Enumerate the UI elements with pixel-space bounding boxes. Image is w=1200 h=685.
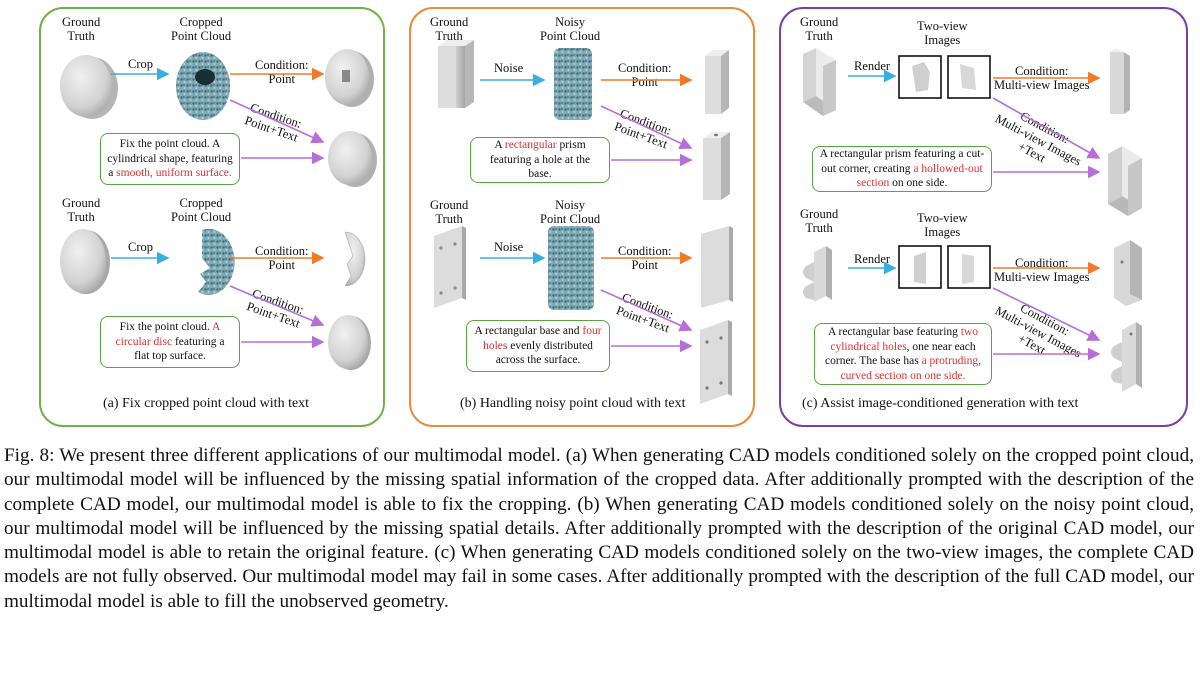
noisy-point-cloud	[554, 48, 592, 120]
output-prism	[705, 50, 729, 114]
output-cylinder-fixed	[328, 131, 377, 187]
condition-text-arrow	[229, 285, 325, 327]
ground-truth-disc	[60, 229, 110, 294]
output-prism-with-hole	[703, 132, 730, 200]
ground-truth-base-with-curve	[803, 246, 832, 302]
ground-truth-bracket	[803, 48, 836, 116]
condition-text-arrow	[992, 97, 1101, 159]
noise-label: Noise	[494, 61, 524, 75]
output-bracket-complete	[1108, 146, 1142, 216]
output-bracket-partial	[1110, 48, 1130, 114]
condition-multiview-label: Condition:Multi-view Images	[994, 256, 1090, 284]
view-image-1	[898, 55, 942, 99]
output-base-complete	[1111, 322, 1142, 392]
noisy-point-cloud	[548, 226, 594, 310]
output-plate	[701, 226, 733, 308]
view-1-object	[912, 62, 930, 92]
ground-truth-plate	[434, 226, 466, 308]
condition-text-arrow	[600, 105, 693, 150]
condition-point-label: Condition:Point	[618, 244, 672, 272]
panel-c-caption: (c) Assist image-conditioned generation …	[802, 396, 1079, 411]
cropped-point-cloud	[176, 52, 230, 120]
figure-graphics	[60, 40, 1142, 404]
ground-truth-prism	[438, 40, 474, 108]
text-prompt-box: A rectangular prism featuring a hole at …	[470, 137, 610, 183]
output-disc-fixed	[328, 315, 371, 370]
condition-text-arrow	[600, 289, 693, 332]
text-prompt-box: A rectangular base and four holes evenly…	[466, 320, 610, 372]
output-plate-with-holes	[700, 320, 732, 404]
panel-b-caption: (b) Handling noisy point cloud with text	[460, 396, 686, 411]
text-prompt-box: Fix the point cloud. A cylindrical shape…	[100, 133, 240, 185]
panel-a-caption: (a) Fix cropped point cloud with text	[103, 396, 310, 411]
crop-label: Crop	[128, 57, 153, 71]
condition-point-label: Condition:Point	[255, 58, 309, 86]
condition-point-label: Condition:Point	[255, 244, 309, 272]
noise-label: Noise	[494, 240, 524, 254]
condition-point-label: Condition:Point	[618, 61, 672, 89]
render-label: Render	[854, 252, 891, 266]
text-prompt-box: A rectangular base featuring two cylindr…	[814, 323, 992, 385]
text-prompt-box: Fix the point cloud. A circular disc fea…	[100, 316, 240, 368]
render-label: Render	[854, 59, 891, 73]
view-1-object	[914, 252, 926, 284]
text-prompt-box: A rectangular prism featuring a cut-out …	[812, 146, 992, 192]
crop-label: Crop	[128, 240, 153, 254]
condition-multiview-label: Condition:Multi-view Images	[994, 64, 1090, 92]
output-disc-cropped	[344, 231, 366, 287]
condition-text-arrow	[229, 99, 325, 144]
output-base-partial	[1114, 240, 1142, 306]
figure-caption: Fig. 8: We present three different appli…	[4, 445, 1194, 612]
view-2-object	[960, 64, 976, 90]
view-2-object	[962, 254, 974, 284]
condition-text-arrow	[992, 287, 1101, 341]
ground-truth-cylinder	[60, 55, 118, 119]
cropped-point-cloud	[198, 228, 235, 295]
output-cylinder-with-hole	[325, 49, 374, 107]
